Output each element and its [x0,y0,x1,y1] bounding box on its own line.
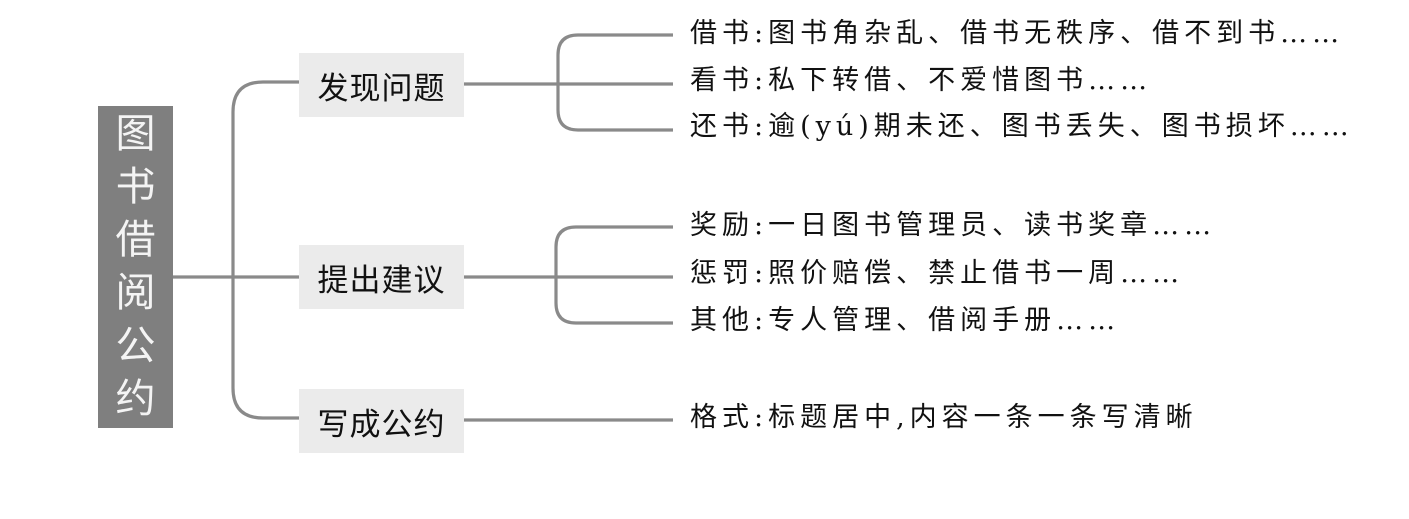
leaf-node: 其他:专人管理、借阅手册…… [690,305,1121,336]
branch-node-suggestions: 提出建议 [299,245,464,309]
leaf-node: 奖励:一日图书管理员、读书奖章…… [690,210,1217,241]
leaf-node: 借书:图书角杂乱、借书无秩序、借不到书…… [690,18,1345,49]
leaf-node: 看书:私下转借、不爱惜图书…… [690,65,1153,96]
branch-2-bracket [554,225,673,325]
leaf-node: 还书:逾(yú)期未还、图书丢失、图书损坏…… [690,111,1354,142]
branch-node-find-problems: 发现问题 [299,53,464,117]
leaf-node: 惩罚:照价赔偿、禁止借书一周…… [690,258,1185,289]
root-char: 公 [115,323,156,369]
root-char: 借 [115,217,156,263]
root-char: 阅 [115,270,156,316]
root-char: 书 [115,164,156,210]
root-char: 约 [115,376,156,422]
root-char: 图 [115,111,156,157]
trunk-connector [231,80,299,420]
root-node: 图 书 借 阅 公 约 [98,106,173,428]
branch-node-write-convention: 写成公约 [299,389,464,453]
branch-1-bracket [556,33,673,132]
leaf-node: 格式:标题居中,内容一条一条写清晰 [690,402,1198,433]
